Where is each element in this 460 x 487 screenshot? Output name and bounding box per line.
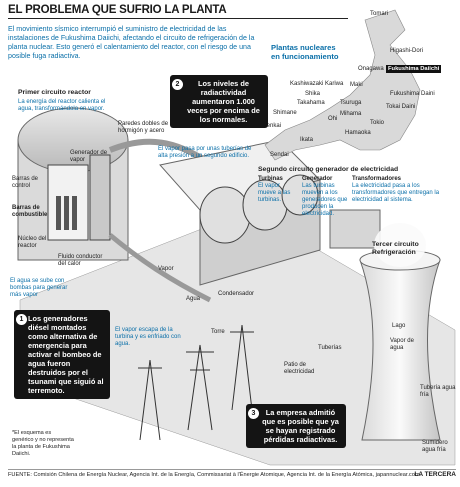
callout-text: Los generadores diésel montados como alt… — [28, 314, 104, 395]
steam-label: Vapor — [158, 266, 174, 272]
source-footer: FUENTE: Comisión Chilena de Energía Nucl… — [8, 469, 456, 479]
plant-label-highlight: Fukushima Daiichi — [386, 65, 442, 73]
tertiary-title-line1: Tercer circuito — [372, 241, 419, 248]
water-vapor-label: Vapor de agua — [390, 338, 414, 351]
cooling-tower — [359, 259, 441, 441]
power-pylon — [138, 324, 254, 441]
plant-label: Shimane — [273, 110, 297, 116]
plant-label: Tsuruga — [340, 100, 362, 106]
reactor-dome — [17, 107, 129, 261]
plant-label: Tomari — [370, 11, 389, 17]
plant-label: Ikata — [300, 137, 314, 143]
callout-2: 2 Los niveles de radiactividad aumentaro… — [170, 75, 268, 128]
callout-number: 2 — [172, 79, 183, 90]
plant-label: Hamaoka — [345, 130, 371, 136]
plant-label: Mihama — [340, 111, 362, 117]
plant-label: Fukushima Daini — [390, 91, 435, 97]
map-heading-line2: en funcionamiento — [271, 52, 339, 61]
intro-paragraph: El movimiento sísmico interrumpió el sum… — [8, 25, 255, 60]
generator-text: Las turbinas mueven a los generadores qu… — [302, 183, 348, 217]
plant-label: Ohi — [328, 116, 338, 122]
plant-label: Shika — [305, 91, 321, 97]
plant-label: Genkai — [262, 123, 282, 129]
pump-water-text: El agua se sube con bombas para generar … — [10, 278, 68, 298]
brand-logo: LA TERCERA — [414, 471, 456, 478]
plant-label: Onagawa — [358, 66, 384, 72]
page-title: EL PROBLEMA QUE SUFRIO LA PLANTA — [8, 4, 227, 16]
generator-title: Generador — [302, 176, 333, 182]
transformers-title: Transformadores — [352, 176, 402, 182]
callout-text: Los niveles de radiactividad aumentaron … — [187, 79, 260, 124]
pipes-label: Tuberías — [318, 345, 342, 351]
transformer-block — [329, 209, 381, 249]
heat-fluid-label: Fluido conductor del calor — [58, 254, 103, 267]
primary-circuit-text: La energía del reactor calienta el agua,… — [18, 99, 106, 112]
plant-label: Kashiwazaki Kariwa — [290, 81, 344, 87]
map-heading: Plantas nucleares en funcionamiento — [271, 43, 339, 61]
source-text: FUENTE: Comisión Chilena de Energía Nucl… — [8, 472, 422, 478]
plant-label: Sendai — [270, 152, 289, 158]
callout-number: 3 — [248, 408, 259, 419]
condenser-label: Condensador — [218, 291, 255, 297]
japan-map — [264, 9, 421, 161]
cold-pipe-label: Tubería agua fría — [420, 385, 456, 398]
fuel-rods-label: Barras de combustible — [12, 205, 48, 218]
primary-circuit-title: Primer circuito reactor — [18, 89, 91, 96]
water-label: Agua — [186, 296, 201, 302]
steam-generator-label: Generador de vapor — [70, 150, 108, 163]
tower-label: Torre — [211, 329, 225, 335]
turbines-text: El vapor mueve a las turbinas. — [258, 183, 291, 203]
electric-yard-label: Patio de electricidad — [284, 362, 315, 375]
plant-label: Higashi-Dori — [390, 48, 424, 54]
control-rods-label: Barras de control — [12, 176, 39, 189]
plant-label: Tokio — [370, 120, 385, 126]
callout-text: La empresa admitió que es posible que ya… — [262, 408, 339, 444]
walls-label: Paredes dobles de hormigón y acero — [118, 121, 169, 134]
title-divider — [8, 18, 348, 19]
callout-1: 1 Los generadores diésel montados como a… — [14, 310, 110, 399]
plant-label: Maki — [350, 82, 363, 88]
callout-3: 3 La empresa admitió que es posible que … — [246, 404, 346, 448]
turbines-title: Turbinas — [258, 176, 283, 182]
return-pipe — [108, 233, 212, 303]
map-heading-line1: Plantas nucleares — [271, 43, 336, 52]
steam-transfer-text: El vapor pasa por unas tuberías de alta … — [158, 146, 252, 159]
plant-label: Tokai Daini — [386, 104, 416, 110]
lake-label: Lago — [392, 323, 406, 329]
reactor-core-label: Núcleo del reactor — [18, 236, 47, 249]
tertiary-title-line2: Refrigeración — [372, 249, 416, 256]
callout-number: 1 — [16, 314, 27, 325]
scheme-note: *El esquema es genérico y no representa … — [12, 430, 74, 457]
cold-sink-label: Sumidero agua fría — [422, 440, 448, 453]
secondary-circuit-title: Segundo circuito generador de electricid… — [258, 166, 399, 173]
steam-escape-text: El vapor escapa de la turbina y es enfri… — [115, 327, 181, 347]
plant-label: Takahama — [297, 100, 325, 106]
tertiary-circuit-title: Tercer circuito Refrigeración — [372, 241, 419, 257]
transformers-text: La electricidad pasa a los transformador… — [352, 183, 440, 203]
